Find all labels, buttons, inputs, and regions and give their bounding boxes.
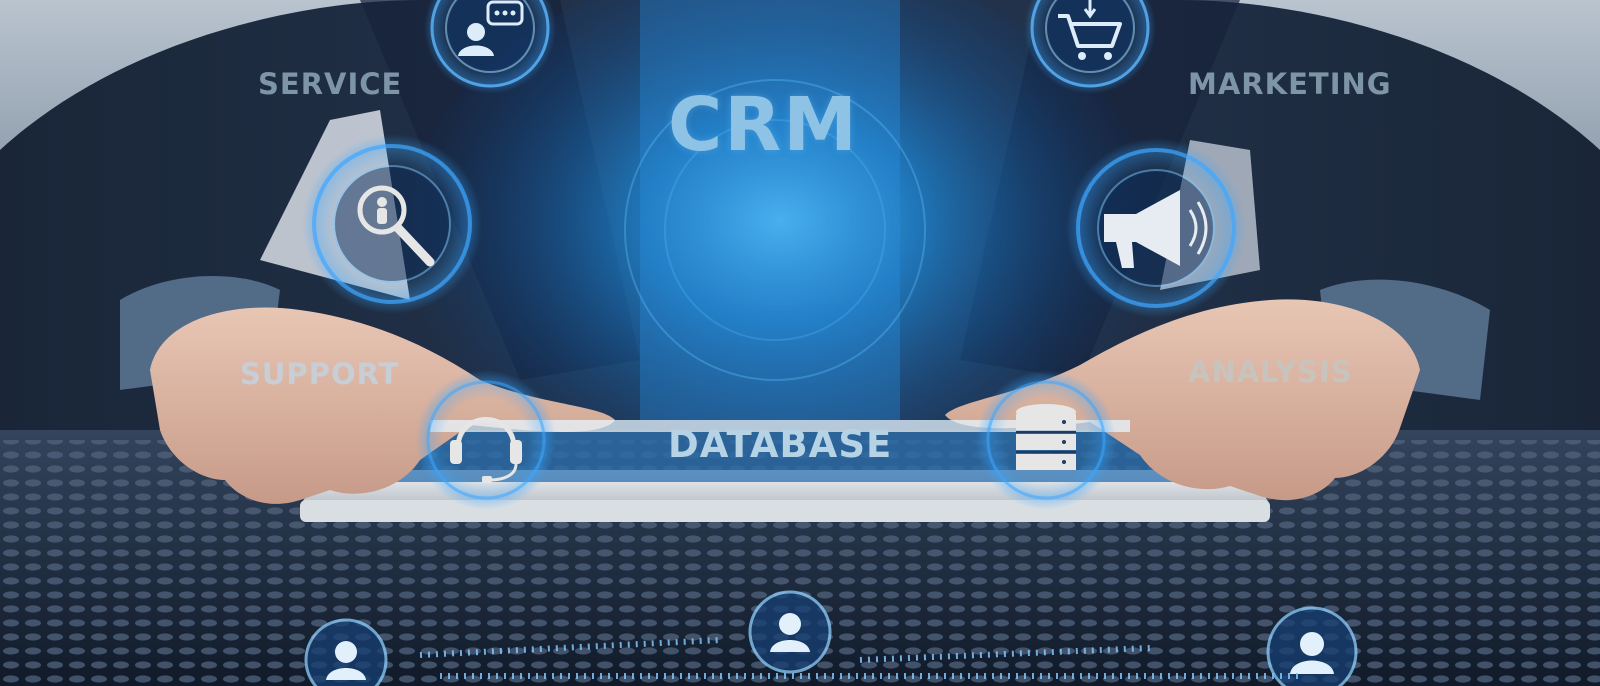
user-profile-icon <box>748 590 832 674</box>
central-hologram-rings <box>624 79 926 381</box>
crm-title: CRM <box>668 82 859 168</box>
person-search-icon <box>302 134 482 314</box>
service-label: SERVICE <box>258 67 403 101</box>
support-label: SUPPORT <box>240 357 400 391</box>
user-profile-icon <box>1266 606 1358 686</box>
database-label: DATABASE <box>668 423 893 466</box>
headset-icon <box>416 370 556 510</box>
analysis-label: ANALYSIS <box>1188 355 1353 389</box>
dotted-world-map <box>419 637 1300 679</box>
database-stack-icon <box>976 370 1116 510</box>
shopping-cart-icon <box>1024 0 1156 94</box>
marketing-label: MARKETING <box>1188 67 1392 101</box>
customer-chat-icon <box>424 0 556 94</box>
user-profile-icon <box>304 618 388 686</box>
megaphone-icon <box>1066 138 1246 318</box>
